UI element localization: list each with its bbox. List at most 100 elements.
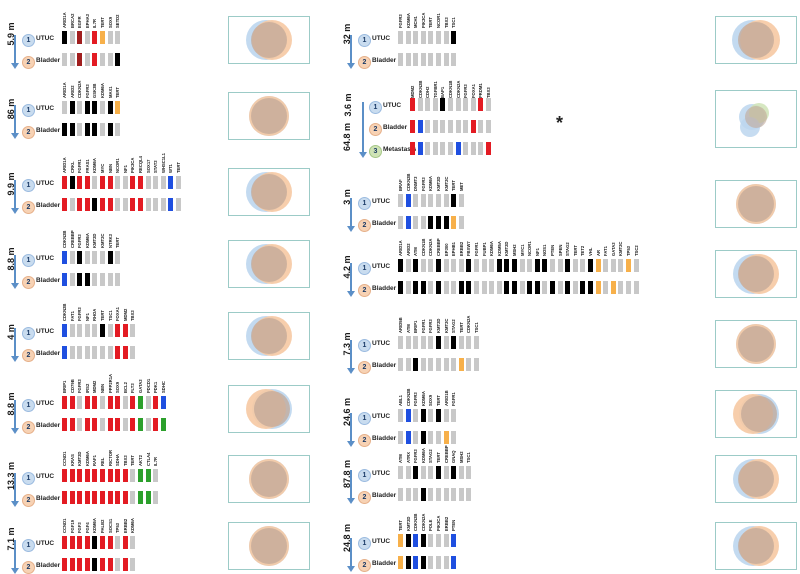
gene-label: KDM6A — [428, 176, 434, 191]
sample-label: UTUC — [36, 255, 55, 262]
mutation-cell — [410, 98, 415, 111]
mutation-cell — [100, 558, 105, 571]
mutation-cell — [440, 98, 446, 111]
gene-label: GSK3B — [92, 83, 98, 98]
mutation-cell — [84, 273, 90, 286]
mutation-cell — [100, 251, 105, 264]
gene-label: ARID1A — [62, 157, 67, 173]
sample-label: UTUC — [372, 538, 391, 545]
mutation-cell — [557, 259, 563, 272]
mutation-cell — [633, 259, 639, 272]
mutation-cell — [443, 358, 449, 371]
gene-label: IL7R — [92, 18, 98, 28]
arrow-head — [346, 368, 355, 374]
mutation-cell — [443, 53, 449, 66]
mutation-cell — [405, 194, 411, 207]
sample-label: Bladder — [36, 277, 61, 284]
venn-box — [715, 180, 797, 228]
gene-label: CDKN2B — [413, 513, 419, 531]
venn-diagram — [249, 526, 289, 566]
mutation-cell — [84, 251, 90, 264]
mutation-cell — [84, 491, 90, 504]
mutation-cell — [420, 409, 426, 422]
arrow-head — [346, 291, 355, 297]
mutation-cell — [77, 176, 83, 189]
arrow-head — [10, 356, 19, 362]
gene-label: CDKN2B — [405, 173, 411, 191]
gene-label: BCL2 — [122, 382, 128, 393]
timeline-arrow — [14, 255, 16, 283]
gene-label: KMT2D — [92, 233, 98, 248]
mutation-cell — [115, 418, 121, 431]
mutation-cell — [398, 466, 403, 479]
mutation-cell — [443, 31, 449, 44]
mutation-cell — [425, 142, 431, 155]
mutation-cell — [100, 396, 105, 409]
gene-label: FGFR3 — [77, 307, 83, 321]
mutation-cell — [130, 324, 136, 337]
sample-badge: 2 — [358, 434, 371, 447]
mutation-cell — [436, 31, 441, 44]
mutation-cell — [138, 198, 143, 211]
gene-label: CTLA4 — [145, 452, 151, 467]
mutation-cell — [405, 534, 411, 547]
gene-label: CDKN2B — [405, 388, 411, 406]
gene-label: SDHC — [160, 381, 166, 393]
gene-label: TERT — [100, 310, 105, 321]
mutation-cell — [413, 358, 419, 371]
mutation-cell — [428, 281, 434, 294]
gene-label: NCOR1 — [436, 13, 441, 28]
mutation-cell — [115, 273, 121, 286]
gene-label: STAG2 — [428, 449, 434, 463]
gene-label: KDM6A — [405, 13, 411, 28]
mutation-cell — [84, 469, 90, 482]
mutation-cell — [77, 101, 83, 114]
mutation-cell — [145, 469, 151, 482]
mutation-cell — [455, 98, 461, 111]
mutation-cell — [130, 491, 136, 504]
gene-label: CDKN2B — [62, 303, 67, 321]
gene-label: RECQL4 — [138, 156, 143, 173]
sample-badge: 2 — [358, 56, 371, 69]
mutation-cell — [527, 281, 533, 294]
sample-label: UTUC — [36, 328, 55, 335]
gene-label: SOX9 — [428, 394, 434, 406]
mutation-cell — [496, 259, 502, 272]
sample-label: Metastasis — [383, 146, 417, 153]
gene-label: TBX3 — [122, 455, 128, 466]
sample-label: UTUC — [36, 400, 55, 407]
mutation-cell — [69, 101, 75, 114]
mutation-cell — [405, 556, 411, 569]
mutation-cell — [92, 101, 98, 114]
mutation-cell — [603, 259, 609, 272]
mutation-cell — [550, 259, 555, 272]
mutation-cell — [417, 142, 423, 155]
timeline-arrow — [350, 413, 352, 441]
mutation-cell — [405, 216, 411, 229]
mutation-cell — [451, 534, 457, 547]
sample-badge: 1 — [358, 469, 371, 482]
overlap-circle — [738, 326, 774, 362]
mutation-cell — [138, 418, 143, 431]
venn-box — [228, 385, 310, 433]
sample-label: Bladder — [372, 362, 397, 369]
gene-label: ARID5B — [398, 317, 403, 333]
gene-label: FGFR1 — [451, 392, 457, 406]
mutation-cell — [398, 216, 403, 229]
mutation-cell — [512, 259, 517, 272]
gene-label: TGFBR1 — [432, 81, 438, 98]
gene-label: FGFR3 — [77, 234, 83, 248]
sample-badge: 2 — [358, 284, 371, 297]
mutation-cell — [62, 491, 67, 504]
mutation-cell — [428, 534, 434, 547]
mutation-cell — [69, 536, 75, 549]
gene-label: CDH2 — [425, 86, 431, 98]
overlap-circle — [745, 106, 767, 128]
sample-label: UTUC — [372, 198, 391, 205]
mutation-cell — [62, 396, 67, 409]
gene-label: NBN — [100, 383, 105, 393]
sample-badge: 2 — [22, 421, 35, 434]
gene-label: FGF4 — [84, 522, 90, 533]
sample-label: Bladder — [36, 202, 61, 209]
mutation-cell — [451, 466, 457, 479]
